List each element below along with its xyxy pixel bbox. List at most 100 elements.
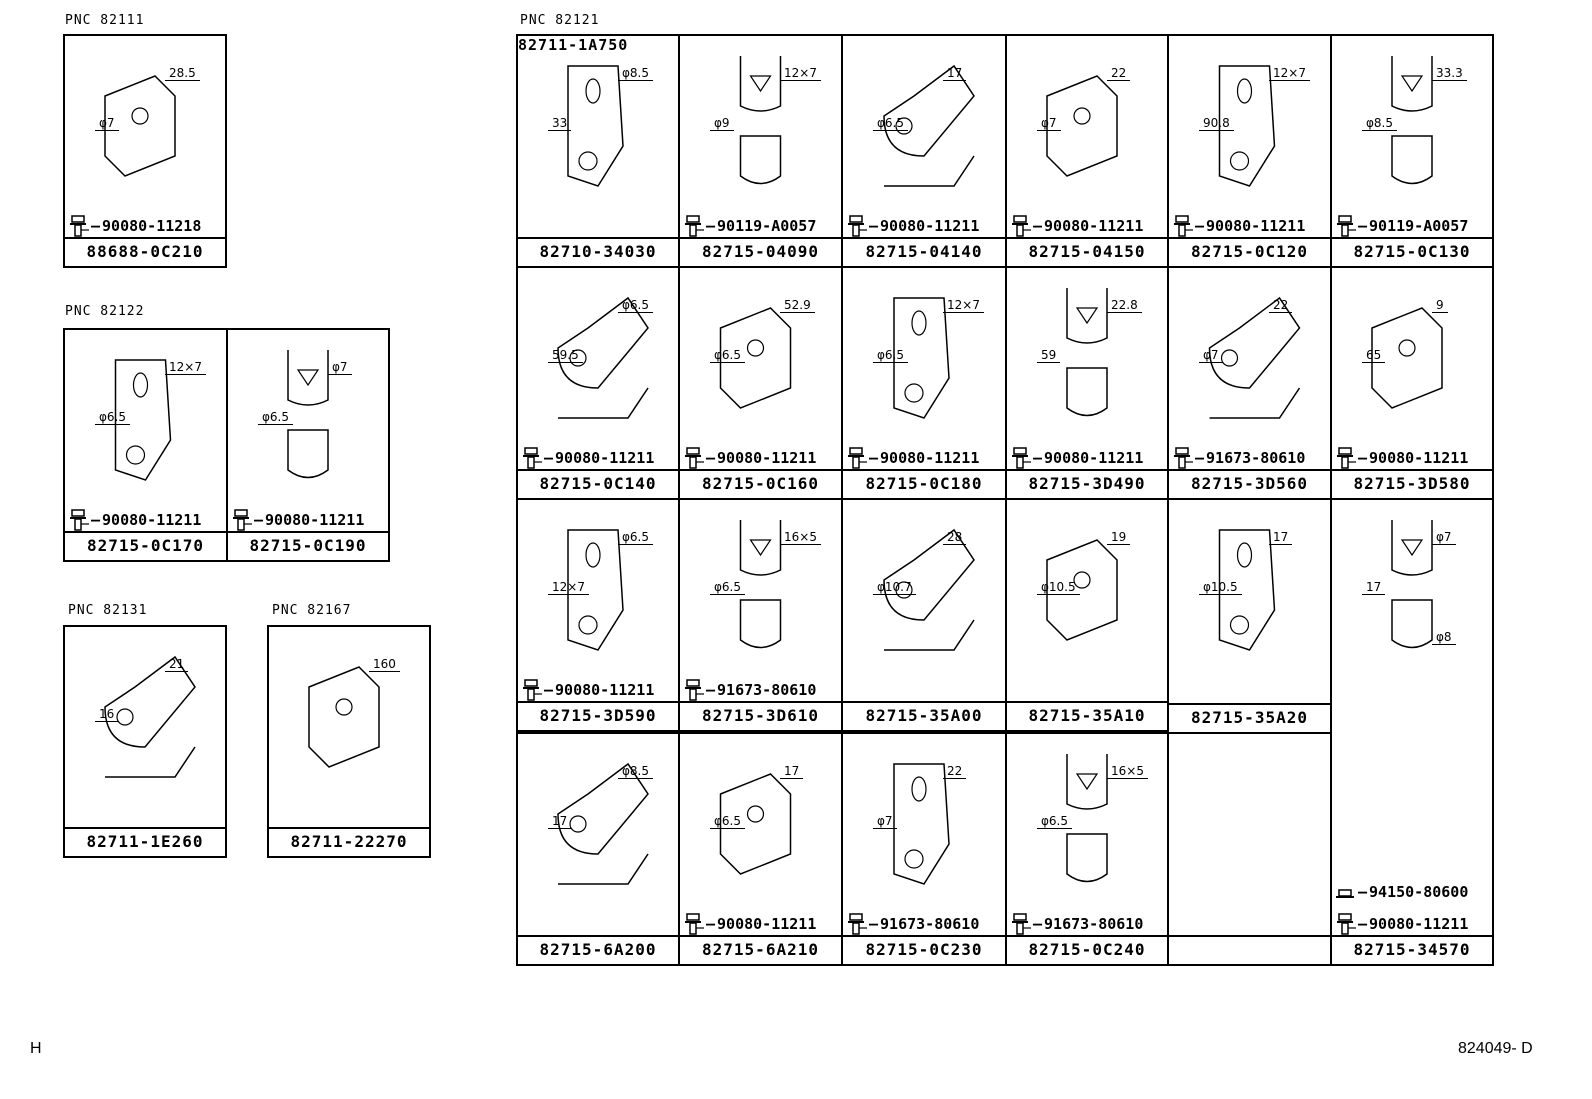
fastener-part-number[interactable]: 90080-11211	[555, 449, 655, 467]
fastener-part-number[interactable]: 91673-80610	[880, 915, 980, 933]
part-number[interactable]: 82715-0C160	[680, 469, 841, 498]
part-cell[interactable]	[1167, 732, 1332, 966]
dimension-label: 17	[548, 814, 572, 829]
clamp-part-number-callout[interactable]: 82711-1A750	[518, 36, 629, 54]
dimension-label: φ7	[95, 116, 119, 131]
fastener-part-number[interactable]: 90080-11211	[1044, 217, 1144, 235]
part-illustration	[719, 307, 792, 409]
part-number[interactable]: 82715-3D560	[1169, 469, 1330, 498]
fastener-part-number[interactable]: 91673-80610	[717, 681, 817, 699]
part-number[interactable]: 82715-0C120	[1169, 237, 1330, 266]
part-number[interactable]: 82715-34570	[1332, 935, 1492, 964]
part-number[interactable]: 82711-1E260	[65, 827, 225, 856]
dimension-label: 65	[1362, 348, 1386, 363]
fastener-part-number[interactable]: 90080-11211	[1206, 217, 1306, 235]
fastener-callout: —90119-A0057	[1334, 215, 1468, 237]
part-number[interactable]: 82715-0C130	[1332, 237, 1492, 266]
part-number[interactable]: 82715-3D490	[1007, 469, 1167, 498]
part-number[interactable]: 82715-35A20	[1169, 703, 1330, 732]
bolt-icon	[685, 913, 704, 935]
fastener-part-number[interactable]: 90080-11211	[1369, 915, 1469, 933]
part-illustration	[1371, 307, 1443, 409]
fastener-part-number[interactable]: 90080-11211	[717, 915, 817, 933]
part-number[interactable]: 82715-0C180	[843, 469, 1005, 498]
fastener-part-number[interactable]: 90080-11211	[717, 449, 817, 467]
dimension-label: 12×7	[165, 360, 206, 375]
fastener-callout: —90080-11218	[67, 215, 201, 237]
fastener-part-number[interactable]: 90080-11211	[880, 217, 980, 235]
part-number[interactable]: 82715-35A10	[1007, 701, 1167, 730]
part-number[interactable]: 88688-0C210	[65, 237, 225, 266]
fastener-part-number[interactable]: 90080-11211	[265, 511, 365, 529]
part-number[interactable]: 82715-35A00	[843, 701, 1005, 730]
part-number[interactable]: 82715-6A210	[680, 935, 841, 964]
fastener-callout: —90080-11211	[1171, 215, 1305, 237]
part-number[interactable]: 82715-04090	[680, 237, 841, 266]
dimension-label: φ6.5	[710, 348, 745, 363]
part-illustration	[557, 762, 649, 885]
part-illustration	[883, 64, 975, 187]
fastener-callout: —90080-11211	[682, 447, 816, 469]
fastener-part-number[interactable]: 90080-11211	[1369, 449, 1469, 467]
part-number[interactable]: 82715-0C140	[518, 469, 678, 498]
part-number[interactable]: 82711-22270	[269, 827, 429, 856]
part-number[interactable]: 82715-0C190	[228, 531, 388, 560]
dimension-label: 17	[943, 66, 967, 81]
part-illustration	[1046, 75, 1118, 177]
fastener-part-number[interactable]: 90119-A0057	[1369, 217, 1469, 235]
fastener-part-number[interactable]: 90080-11218	[102, 217, 202, 235]
dimension-label: 28	[943, 530, 967, 545]
part-number[interactable]: 82715-3D580	[1332, 469, 1492, 498]
pnc-label-82111: PNC 82111	[65, 13, 145, 28]
part-number[interactable]: 82715-6A200	[518, 935, 678, 964]
part-number[interactable]: 82715-0C170	[65, 531, 226, 560]
fastener-part-number[interactable]: 90080-11211	[555, 681, 655, 699]
fastener-part-number[interactable]: 91673-80610	[1206, 449, 1306, 467]
fastener-part-number[interactable]: 94150-80600	[1369, 883, 1469, 901]
part-number[interactable]: 82715-0C240	[1007, 935, 1167, 964]
part-number[interactable]: 82715-0C230	[843, 935, 1005, 964]
part-illustration	[104, 75, 176, 177]
part-number[interactable]: 82715-3D590	[518, 701, 678, 730]
dimension-label: φ10.5	[1037, 580, 1080, 595]
fastener-part-number[interactable]: 90080-11211	[102, 511, 202, 529]
part-number[interactable]: 82715-3D610	[680, 701, 841, 730]
fastener-callout: —91673-80610	[682, 679, 816, 701]
fastener-part-number[interactable]: 90080-11211	[1044, 449, 1144, 467]
dimension-label: φ6.5	[618, 530, 653, 545]
part-number[interactable]: 82715-04150	[1007, 237, 1167, 266]
part-number[interactable]: 82710-34030	[518, 237, 678, 266]
footer-diagram-id: 824049- D	[1458, 1040, 1533, 1057]
fastener-part-number[interactable]: 90080-11211	[880, 449, 980, 467]
fastener-part-number[interactable]: 91673-80610	[1044, 915, 1144, 933]
fastener-part-number[interactable]: 90119-A0057	[717, 217, 817, 235]
part-number[interactable]: 82715-04140	[843, 237, 1005, 266]
